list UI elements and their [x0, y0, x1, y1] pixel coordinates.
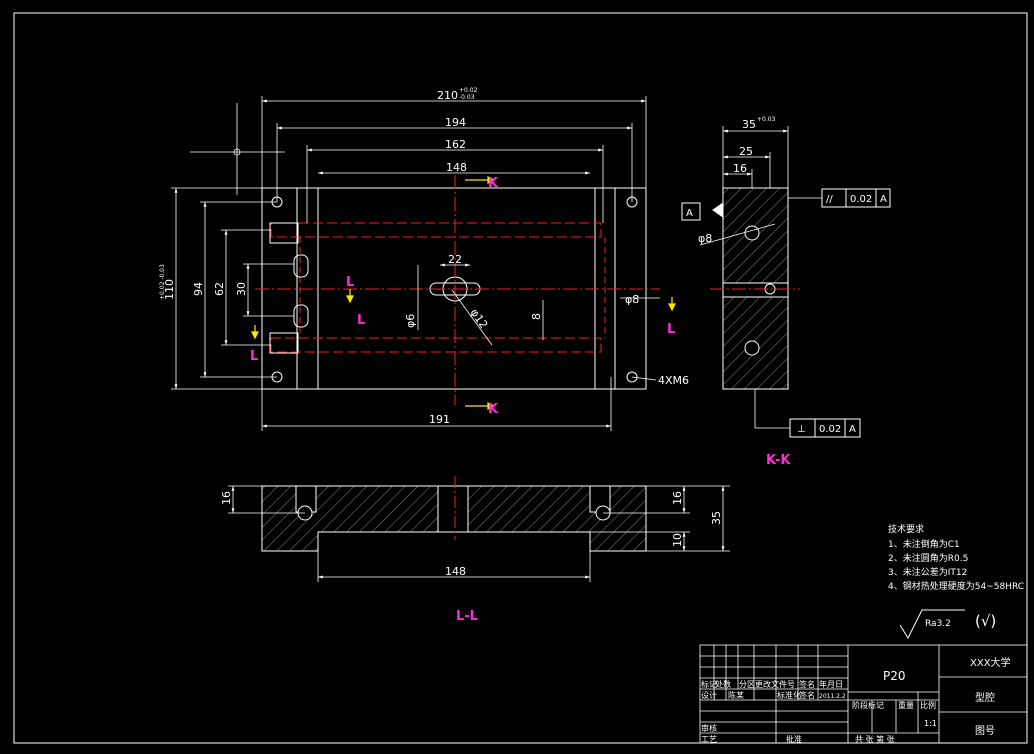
tech-req-item-1: 1、未注倒角为C1 [888, 538, 960, 550]
dim-210: 210 [437, 89, 458, 102]
tb-approve: 批准 [786, 734, 802, 744]
dim-148-top: 148 [446, 161, 467, 174]
tb-zone: 分区 [739, 680, 755, 689]
dim-194: 194 [445, 116, 466, 129]
tb-mark: 标记 [701, 679, 717, 689]
parallel-value: 0.02 [850, 194, 872, 205]
datum-a-label: A [686, 208, 693, 219]
dim-16-ll-right: 16 [671, 491, 684, 505]
tech-requirements: 技术要求 1、未注倒角为C1 2、未注圆角为R0.5 3、未注公差为IT12 4… [888, 523, 1024, 592]
tb-part-name: 型腔 [975, 691, 995, 704]
tb-scale-label: 比例 [920, 700, 936, 710]
parallel-symbol: // [826, 194, 833, 205]
tb-drawing-no: 图号 [975, 725, 995, 737]
section-kk-title: K-K [766, 453, 791, 468]
tb-material: P20 [883, 669, 906, 683]
tb-count: 处数 [715, 679, 731, 689]
tolerance-frames [681, 188, 891, 438]
plan-view [255, 175, 660, 405]
parallel-datum: A [880, 194, 887, 205]
tb-standard: 标准化 [777, 690, 801, 700]
dim-8-top: 8 [530, 313, 543, 320]
side-view [699, 126, 822, 429]
dim-210-tol-up: +0.02 [459, 87, 478, 94]
dim-210-tol-dn: -0.03 [459, 94, 475, 101]
perp-value: 0.02 [819, 424, 841, 435]
tb-review: 审核 [701, 723, 717, 733]
tb-std-sign: 签名 [799, 690, 815, 700]
tb-sign: 签名 [799, 679, 815, 689]
tb-date: 年月日 [819, 679, 843, 689]
cut-l-3: L [250, 349, 258, 364]
dim-35-ll: 35 [710, 511, 723, 525]
tech-req-item-3: 3、未注公差为IT12 [888, 566, 967, 578]
roughness-symbol: Ra3.2 (√) [899, 609, 996, 640]
tech-req-item-2: 2、未注圆角为R0.5 [888, 552, 968, 564]
section-labels: K K L L L L K-K L-L [250, 176, 791, 624]
tb-design: 设计 [701, 690, 717, 700]
dim-110-tol: +0.02 -0.03 [159, 264, 166, 300]
dim-148-ll: 148 [445, 565, 466, 578]
perp-symbol: ⊥ [797, 424, 806, 435]
dim-25: 25 [739, 145, 753, 158]
dim-94: 94 [192, 282, 205, 296]
drawing-border [13, 12, 1028, 744]
tb-process: 工艺 [701, 735, 717, 744]
section-ll-title: L-L [456, 609, 478, 624]
cut-l-4: L [667, 322, 675, 337]
dimension-labels: 210 +0.02 -0.03 194 162 148 191 22 φ8 4X… [159, 87, 776, 578]
dim-8b: φ8 [698, 232, 712, 245]
dim-6: φ6 [404, 314, 417, 328]
dim-162: 162 [445, 138, 466, 151]
dim-35-side: 35 [742, 118, 756, 131]
tb-date-val: 2011.2.2 [819, 693, 846, 700]
tb-sheets: 共 张 第 张 [855, 734, 895, 744]
dim-16-side: 16 [733, 162, 747, 175]
dim-62: 62 [213, 282, 226, 296]
tb-docno: 更改文件号 [755, 679, 795, 689]
cut-l-1: L [346, 275, 354, 290]
tb-university: XXX大学 [970, 656, 1011, 669]
tb-design-name: 陈某 [728, 690, 744, 700]
cut-k-bottom: K [488, 402, 499, 417]
dim-35-tol: +0.03 [757, 116, 776, 123]
tb-scale-value: 1:1 [924, 719, 937, 728]
cut-l-2: L [357, 313, 365, 328]
plan-dimensions [171, 96, 660, 431]
title-block-text: 标记 处数 分区 更改文件号 签名 年月日 设计 陈某 标准化 签名 2011.… [701, 656, 1011, 744]
cut-arrows [251, 176, 676, 410]
cut-k-top: K [488, 176, 499, 191]
tb-stage-mark: 阶段标记 [852, 700, 884, 710]
tech-req-title: 技术要求 [888, 523, 924, 535]
dim-30: 30 [235, 282, 248, 296]
perp-datum: A [849, 424, 856, 435]
tb-weight: 重量 [898, 700, 914, 710]
section-ll-view [228, 476, 730, 582]
dim-22: 22 [448, 253, 462, 266]
roughness-value: Ra3.2 [925, 619, 951, 629]
dim-holes: 4XM6 [658, 374, 689, 387]
dim-10-ll: 10 [671, 533, 684, 547]
dim-191: 191 [429, 413, 450, 426]
dim-8a: φ8 [625, 293, 639, 306]
title-block [699, 644, 1028, 744]
roughness-check: (√) [975, 612, 996, 630]
dim-16-ll-left: 16 [220, 491, 233, 505]
dim-110: 110 [163, 279, 176, 300]
tech-req-item-4: 4、钢材热处理硬度为54~58HRC [888, 580, 1024, 592]
tolerance-text: A // 0.02 A ⊥ 0.02 A [686, 194, 887, 435]
dim-12: φ12 [468, 306, 491, 331]
